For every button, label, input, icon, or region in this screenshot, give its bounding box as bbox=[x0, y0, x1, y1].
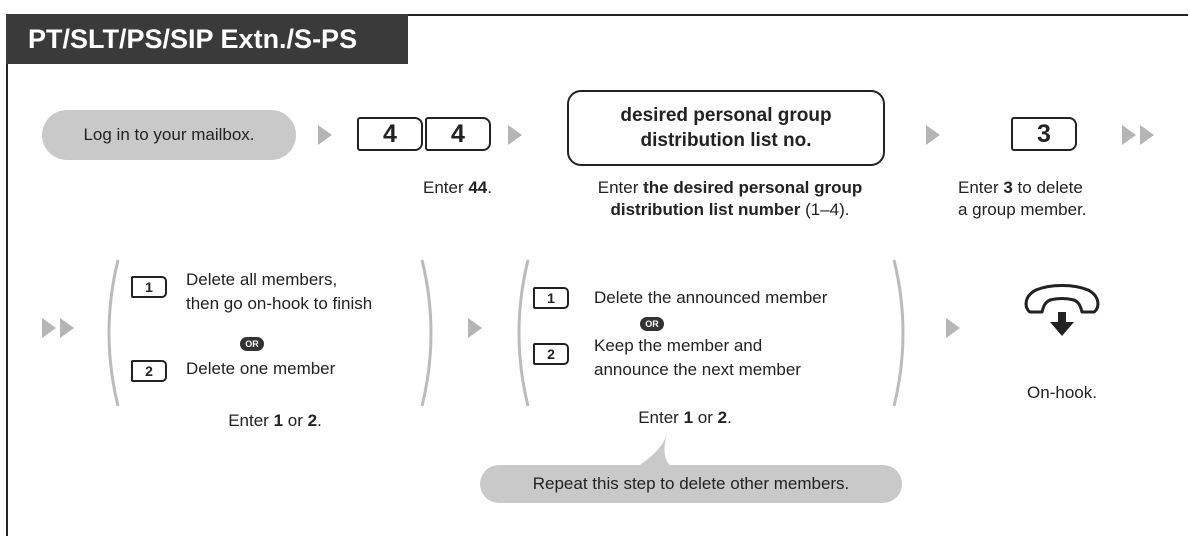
right-bracket bbox=[892, 259, 905, 407]
right-bracket bbox=[420, 259, 433, 407]
key-2: 2 bbox=[533, 343, 569, 365]
arrow-right-icon bbox=[946, 318, 960, 338]
arrow-right-icon bbox=[508, 125, 522, 145]
distribution-list-number-input: desired personal group distribution list… bbox=[567, 90, 885, 166]
left-bracket bbox=[107, 259, 120, 407]
option-1-label: Delete the announced member bbox=[594, 288, 828, 307]
enter-1-or-2-caption: Enter 1 or 2. bbox=[638, 408, 732, 427]
enter-44-caption: Enter 44. bbox=[422, 178, 492, 197]
left-bracket bbox=[517, 259, 530, 407]
section-title: PT/SLT/PS/SIP Extn./S-PS bbox=[6, 14, 408, 64]
repeat-step-note: Repeat this step to delete other members… bbox=[480, 465, 902, 503]
diagram-frame bbox=[6, 14, 1188, 536]
option-2-label: Delete one member bbox=[186, 359, 336, 378]
continue-arrow-icon bbox=[1122, 125, 1136, 145]
arrow-right-icon bbox=[318, 125, 332, 145]
or-badge: OR bbox=[240, 337, 264, 351]
or-badge: OR bbox=[640, 317, 664, 331]
key-1: 1 bbox=[131, 276, 167, 298]
option-2-label: Keep the member and announce the next me… bbox=[594, 336, 801, 379]
on-hook-handset-icon bbox=[1024, 284, 1100, 336]
continue-arrow-icon bbox=[60, 318, 74, 338]
key-3: 3 bbox=[1011, 117, 1077, 151]
enter-1-or-2-caption: Enter 1 or 2. bbox=[228, 411, 322, 430]
callout-pointer bbox=[632, 432, 676, 470]
enter-list-number-caption: Enter the desired personal group distrib… bbox=[597, 178, 863, 219]
key-2: 2 bbox=[131, 360, 167, 382]
key-1: 1 bbox=[533, 287, 569, 309]
input-label-line1: desired personal group bbox=[620, 105, 832, 126]
continue-arrow-icon bbox=[42, 318, 56, 338]
key-4: 4 bbox=[425, 117, 491, 151]
arrow-right-icon bbox=[926, 125, 940, 145]
key-4: 4 bbox=[357, 117, 423, 151]
on-hook-caption: On-hook. bbox=[1027, 383, 1097, 402]
arrow-right-icon bbox=[468, 318, 482, 338]
option-1-label: Delete all members, then go on-hook to f… bbox=[186, 270, 373, 313]
continue-arrow-icon bbox=[1140, 125, 1154, 145]
enter-3-caption: Enter 3 to delete a group member. bbox=[958, 178, 1087, 219]
input-label-line2: distribution list no. bbox=[640, 130, 812, 151]
login-mailbox-step: Log in to your mailbox. bbox=[42, 110, 296, 160]
